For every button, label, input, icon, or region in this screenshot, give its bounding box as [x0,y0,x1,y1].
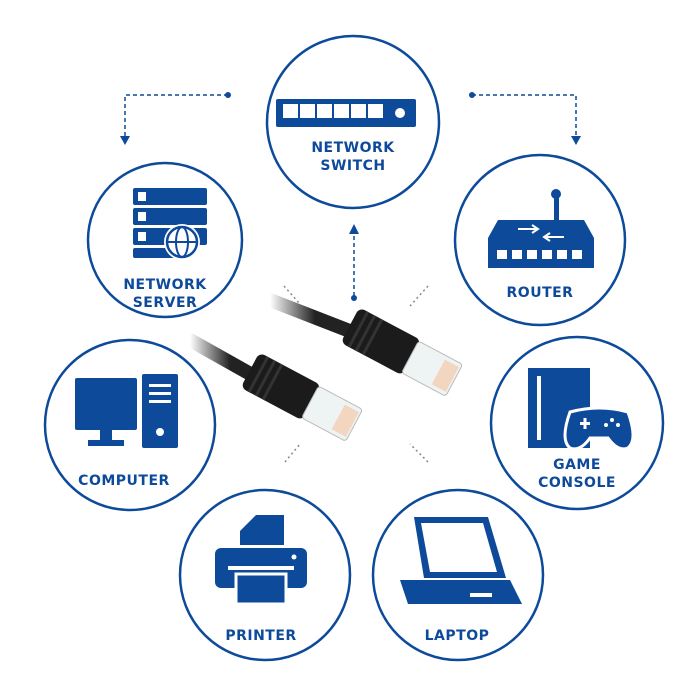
connector-switch-server [124,94,228,138]
router-icon [488,189,594,268]
desktop-computer-icon [75,374,178,448]
label-console-line2: CONSOLE [538,475,616,491]
ethernet-cable-image [183,293,463,441]
label-printer: PRINTER [225,628,296,644]
node-printer: PRINTER [178,488,352,662]
node-game-console: GAME CONSOLE [489,335,665,511]
label-server-line1: NETWORK [123,277,207,293]
label-router: ROUTER [507,285,574,301]
label-switch-line2: SWITCH [320,158,385,174]
node-network-switch: NETWORK SWITCH [265,34,441,210]
printer-icon [215,515,307,606]
label-console-line1: GAME [553,457,601,473]
label-laptop: LAPTOP [425,628,490,644]
node-computer: COMPUTER [43,338,217,512]
network-switch-icon [276,99,416,127]
node-router: ROUTER [453,153,627,327]
connector-cable-switch [349,224,359,301]
game-console-icon [528,368,635,451]
connector-switch-router [472,94,577,138]
dotted-guides [283,285,429,463]
label-computer: COMPUTER [78,473,170,489]
node-network-server: NETWORK SERVER [86,161,244,319]
label-switch-line1: NETWORK [311,140,395,156]
server-globe-icon [133,188,207,260]
node-laptop: LAPTOP [371,488,545,662]
label-server-line2: SERVER [133,295,198,311]
laptop-icon [400,517,522,604]
